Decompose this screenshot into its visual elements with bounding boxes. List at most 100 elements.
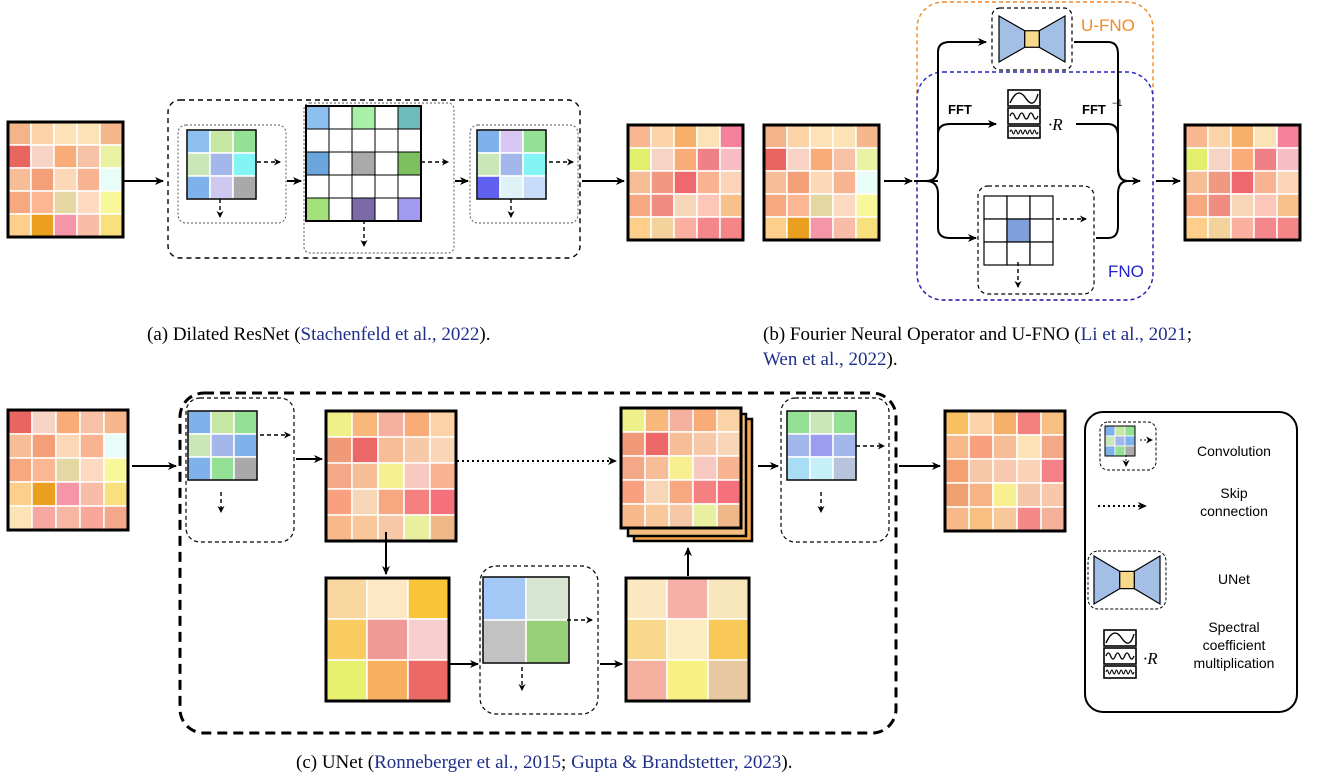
grid-cell <box>7 190 32 215</box>
grid-cell <box>55 481 81 507</box>
grid-cell <box>103 433 129 459</box>
grid-cell <box>707 577 750 620</box>
dilated-cell <box>305 197 330 222</box>
grid-cell <box>232 152 257 177</box>
grid-cell <box>351 410 379 438</box>
dilated-cell <box>351 174 376 199</box>
grid-cell <box>644 503 670 529</box>
caption-b-cite1[interactable]: Li et al., 2021 <box>1080 324 1187 345</box>
grid-cell <box>809 433 834 458</box>
grid-cell <box>55 433 81 459</box>
grid-cell <box>99 213 124 238</box>
caption-c-cite2[interactable]: Gupta & Brandstetter, 2023 <box>571 752 782 773</box>
grid-cell <box>992 458 1018 484</box>
caption-c-cite1[interactable]: Ronneberger et al., 2015 <box>374 752 562 773</box>
grid-cell <box>30 144 55 169</box>
grid-cell <box>429 410 457 438</box>
caption-a-prefix: (a) Dilated ResNet ( <box>147 324 301 345</box>
grid-cell <box>650 147 675 172</box>
grid-cell <box>696 147 721 172</box>
grid-cell <box>1124 445 1136 457</box>
grid-cell <box>429 488 457 516</box>
grid-cell <box>786 410 811 435</box>
grid-cell <box>407 618 450 661</box>
grid-cell <box>1253 170 1278 195</box>
dilated-cell <box>374 128 399 153</box>
kernel-cell <box>1029 218 1054 243</box>
kernel-b <box>983 195 1054 266</box>
kernel-cell <box>1006 241 1031 266</box>
caption-c-sep: ; <box>561 752 572 773</box>
grid-cell <box>832 410 857 435</box>
caption-a-cite[interactable]: Stachenfeld et al., 2022 <box>300 324 480 345</box>
grid-cell <box>429 462 457 490</box>
caption-b-sep: ; <box>1186 324 1192 345</box>
grid-cell <box>786 170 811 195</box>
grid-cell <box>351 462 379 490</box>
grid-cell <box>719 124 744 149</box>
grid-cell <box>673 124 698 149</box>
grid-cell <box>209 152 234 177</box>
dilated-cell <box>351 105 376 130</box>
legend-conv-icon <box>1104 425 1136 457</box>
unet-block <box>178 391 898 735</box>
unet-icon <box>998 14 1066 64</box>
unet-icon-box <box>991 7 1073 71</box>
grid-cell <box>325 514 353 542</box>
grid-cell <box>855 170 880 195</box>
grid-cell <box>650 170 675 195</box>
output-grid-b <box>1183 123 1302 242</box>
grid-cell <box>525 619 570 664</box>
kernel-c1 <box>187 410 258 481</box>
grid-cell <box>31 481 57 507</box>
kernel-a3 <box>476 129 547 200</box>
dilated-cell <box>305 128 330 153</box>
input-grid-a <box>6 120 125 239</box>
caption-b-line2: Wen et al., 2022). <box>763 347 898 372</box>
grid-cell <box>186 175 211 200</box>
grid-cell <box>187 456 212 481</box>
grid-cell <box>499 175 524 200</box>
grid-cell <box>627 147 652 172</box>
grid-cell <box>482 576 527 621</box>
grid-cell <box>1016 458 1042 484</box>
grid-cell <box>1253 216 1278 241</box>
grid-cell <box>99 190 124 215</box>
grid-cell <box>366 659 409 702</box>
grid-cell <box>620 455 646 481</box>
grid-cell <box>650 193 675 218</box>
grid-cell <box>377 410 405 438</box>
grid-cell <box>103 481 129 507</box>
grid-cell <box>1124 425 1136 437</box>
grid-cell <box>325 659 368 702</box>
grid-cell <box>1184 193 1209 218</box>
kernel-c2 <box>786 410 857 481</box>
grid-cell <box>668 503 694 529</box>
grid-cell <box>233 410 258 435</box>
grid-cell <box>644 455 670 481</box>
caption-b-cite2[interactable]: Wen et al., 2022 <box>763 349 887 370</box>
grid-cell <box>7 144 32 169</box>
grid-cell <box>716 407 742 433</box>
grid-cell <box>499 129 524 154</box>
grid-cell <box>620 431 646 457</box>
grid-cell <box>992 506 1018 532</box>
grid-cell <box>707 618 750 661</box>
grid-cell <box>407 577 450 620</box>
grid-cell <box>763 170 788 195</box>
times-r-label: ·R <box>1048 115 1063 134</box>
concat-stack-grid <box>619 406 754 543</box>
grid-cell <box>209 175 234 200</box>
grid-cell <box>809 456 834 481</box>
grid-cell <box>696 216 721 241</box>
grid-cell <box>763 124 788 149</box>
grid-cell <box>1016 434 1042 460</box>
kernel-cell <box>1006 218 1031 243</box>
grid-cell <box>786 216 811 241</box>
grid-cell <box>692 431 718 457</box>
grid-cell <box>403 514 431 542</box>
legend-times-r: ·R <box>1143 649 1158 668</box>
grid-cell <box>668 431 694 457</box>
grid-cell <box>7 409 33 435</box>
